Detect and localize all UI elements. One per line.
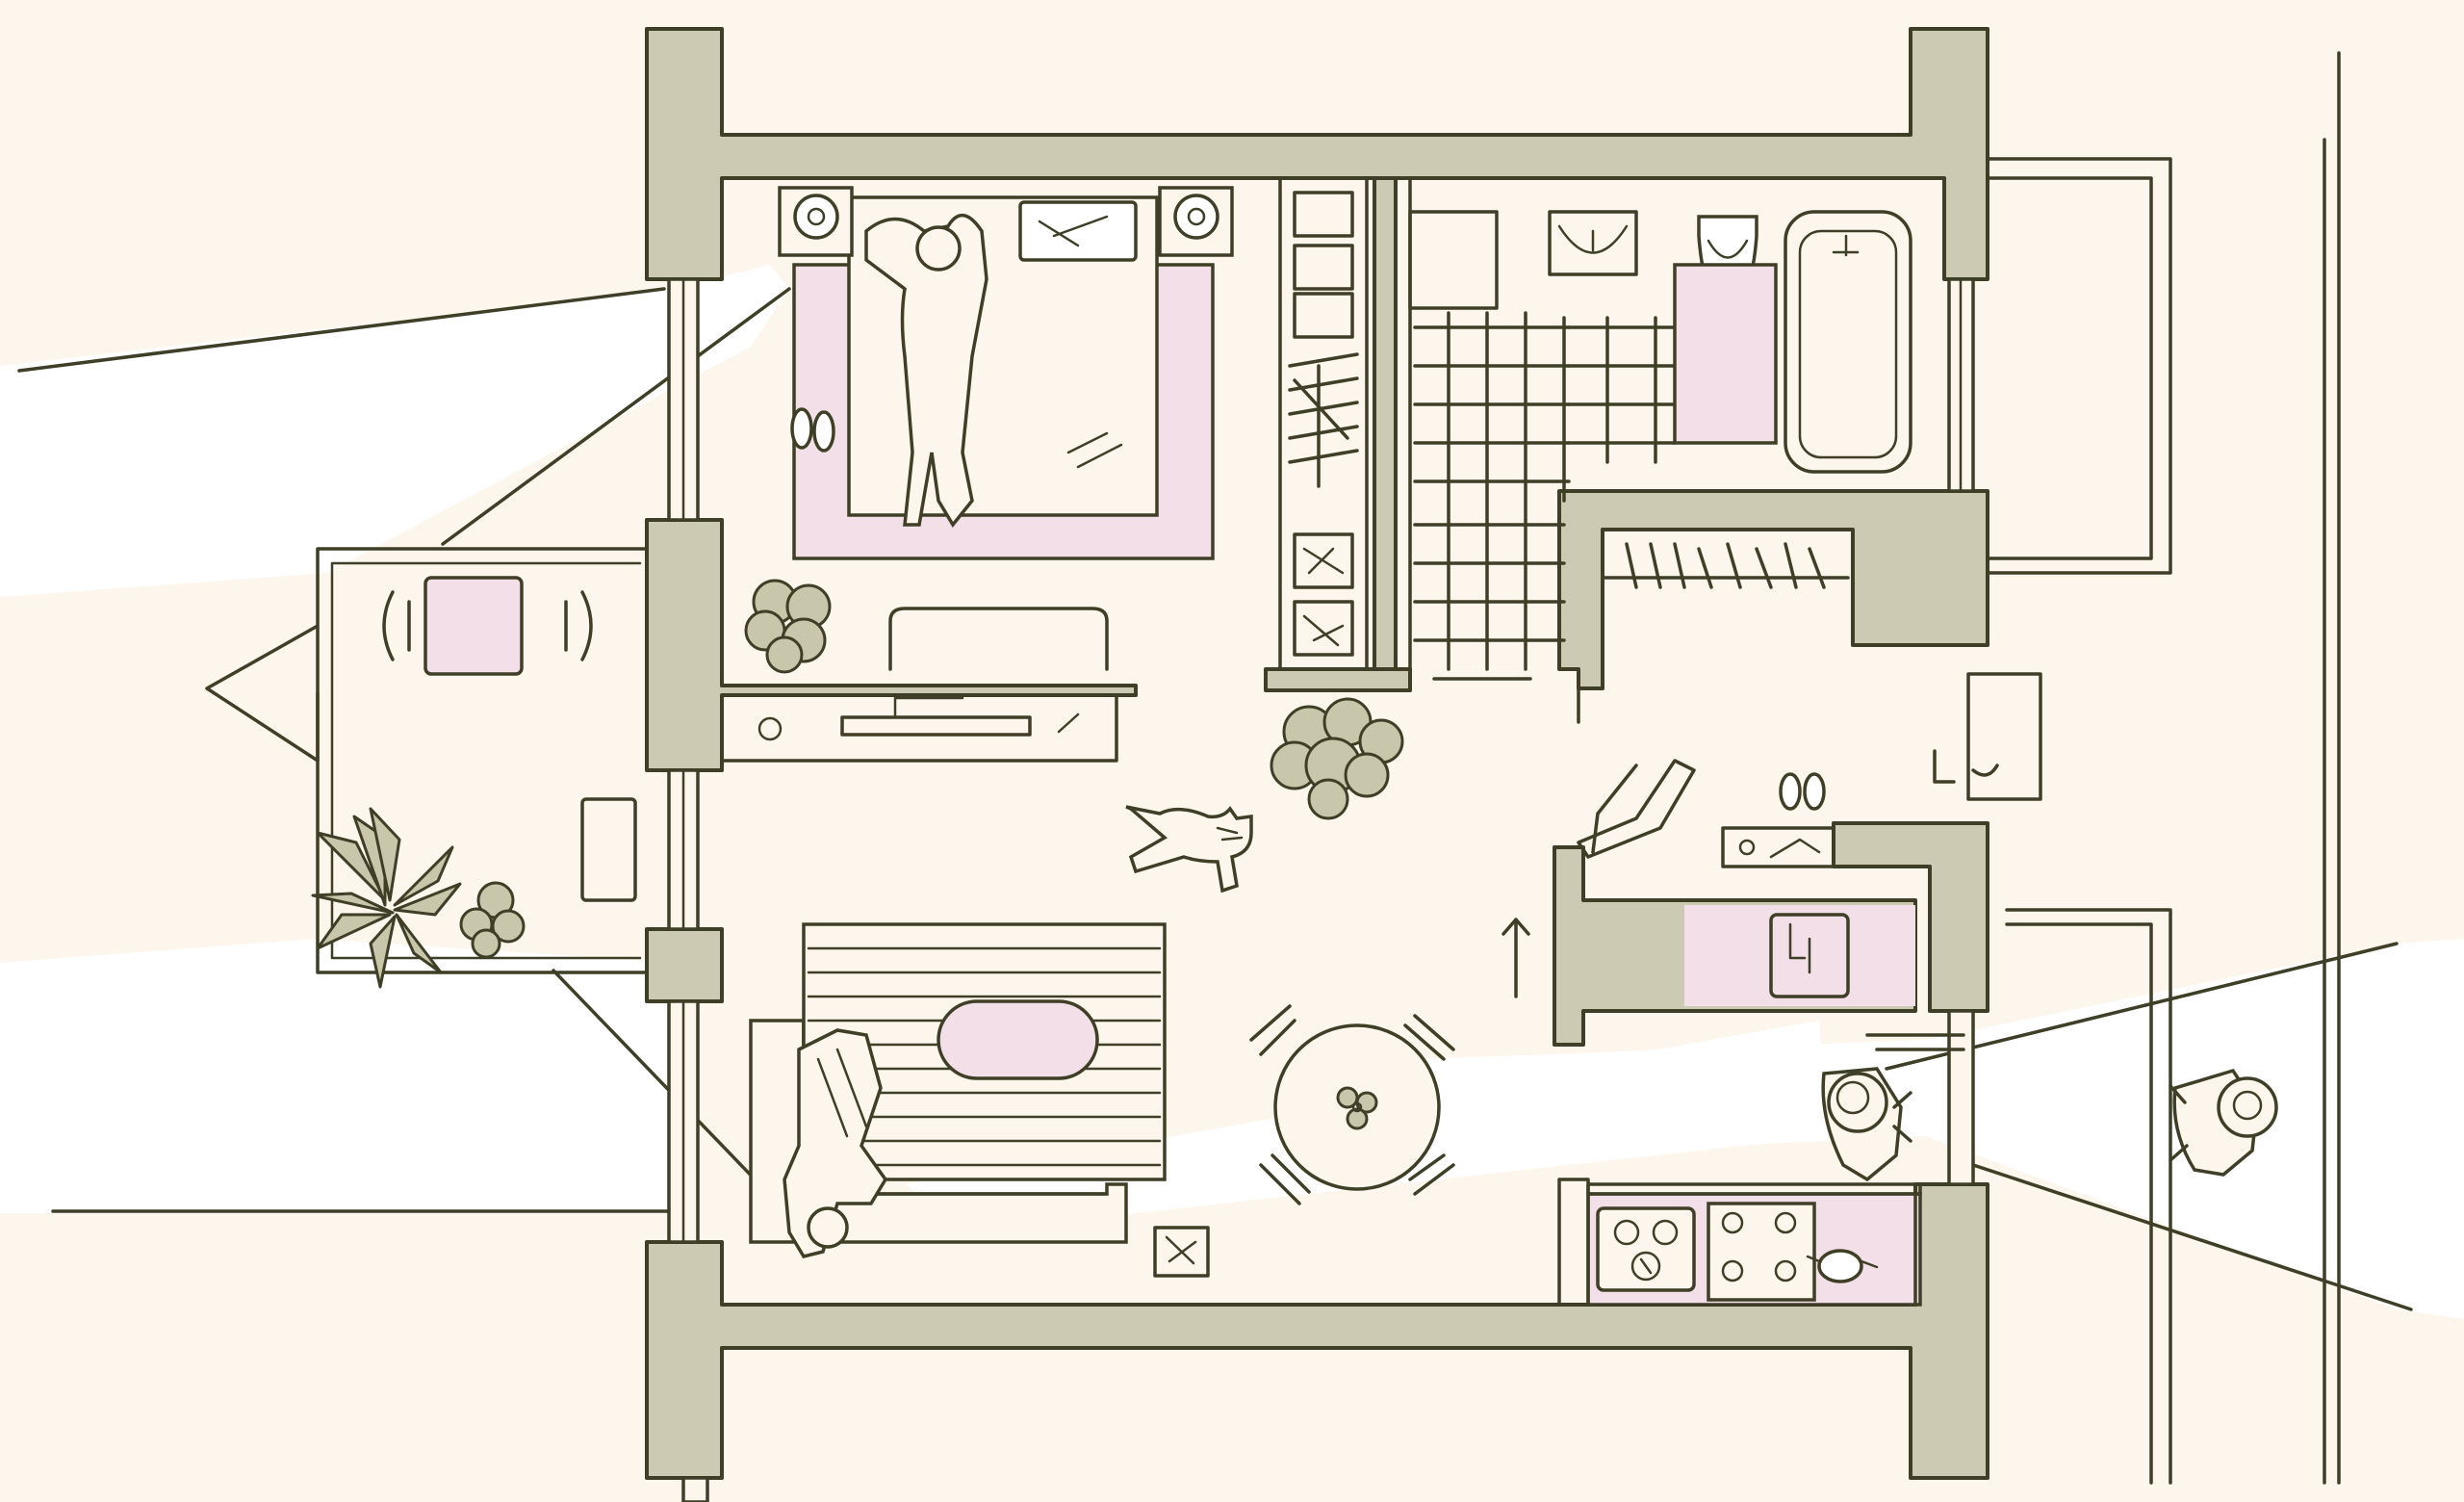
balcony-table bbox=[424, 576, 524, 676]
small-plant-icon bbox=[459, 881, 526, 959]
tv bbox=[840, 715, 1032, 737]
dining-chair-tl bbox=[1249, 1004, 1296, 1056]
balcony-stool bbox=[580, 797, 637, 902]
living-room bbox=[720, 693, 1455, 1278]
balcony-chair-right bbox=[564, 590, 593, 661]
doorway-light-beam bbox=[1424, 939, 2464, 1319]
bedroom-plant-icon bbox=[744, 579, 832, 674]
divider-left bbox=[1373, 176, 1398, 671]
bathroom-floor-tiles bbox=[1413, 311, 1696, 671]
entrance-slippers-icon bbox=[1779, 772, 1826, 811]
sink-icon bbox=[1548, 210, 1638, 276]
stove-icon bbox=[1596, 1206, 1696, 1292]
hall-wall bbox=[1557, 489, 1989, 690]
dining-table bbox=[1249, 1004, 1455, 1205]
hall-cabinet bbox=[1966, 672, 2042, 801]
bottom-wall bbox=[645, 1182, 1989, 1480]
tv-console bbox=[720, 693, 1118, 763]
shoe-bench bbox=[1721, 826, 1835, 868]
dining-chair-br bbox=[1408, 1153, 1455, 1196]
entrance-door bbox=[1577, 759, 1696, 859]
left-pier bbox=[645, 927, 724, 1003]
kitchen-sink-mat bbox=[1684, 905, 1915, 1006]
dining-chair-tr bbox=[1403, 1014, 1455, 1061]
outside-lines bbox=[17, 51, 2413, 1485]
dining-chair-bl bbox=[1259, 1153, 1311, 1205]
wardrobe-partition bbox=[1264, 667, 1412, 692]
wardrobe bbox=[1278, 176, 1369, 671]
reading-person bbox=[783, 1028, 888, 1259]
kitchen-sink-icon bbox=[1769, 913, 1850, 998]
closet bbox=[1601, 542, 1850, 589]
entrance bbox=[1502, 672, 2042, 998]
visitor-in-doorway bbox=[1821, 1067, 1912, 1182]
bathtub-icon bbox=[1784, 210, 1912, 474]
coffee-table bbox=[937, 999, 1099, 1080]
pillow bbox=[1018, 200, 1138, 262]
bedroom-bench bbox=[888, 607, 1109, 671]
lamp-left-icon bbox=[778, 186, 854, 257]
living-window-light bbox=[0, 939, 693, 1213]
bedroom bbox=[744, 186, 1234, 674]
balcony bbox=[205, 547, 656, 989]
neighbor-in-corridor bbox=[2169, 1068, 2278, 1177]
hangers bbox=[1288, 352, 1359, 488]
light-beams bbox=[0, 265, 2464, 1319]
top-wall bbox=[645, 27, 1989, 281]
sleeping-person bbox=[864, 214, 988, 529]
kettle-icon bbox=[1806, 1249, 1879, 1283]
washer bbox=[1408, 210, 1499, 310]
entrance-arrow-icon bbox=[1502, 918, 1530, 998]
bathroom bbox=[1408, 176, 1912, 724]
windows bbox=[667, 277, 1975, 1502]
corridor bbox=[1986, 157, 2172, 1485]
kitchen bbox=[1557, 905, 1965, 1307]
cooktop-icon bbox=[1707, 1202, 1816, 1302]
centerpiece-flowers-icon bbox=[1336, 1086, 1378, 1130]
bath-mat bbox=[1673, 263, 1778, 445]
lamp-right-icon bbox=[1158, 186, 1234, 257]
balcony-chair-left bbox=[382, 590, 411, 661]
bedroom-slippers-icon bbox=[790, 407, 835, 453]
cat bbox=[1125, 805, 1253, 893]
living-plant-icon bbox=[1270, 697, 1404, 820]
side-box bbox=[1153, 1226, 1210, 1278]
palm-plant-icon bbox=[311, 807, 462, 989]
